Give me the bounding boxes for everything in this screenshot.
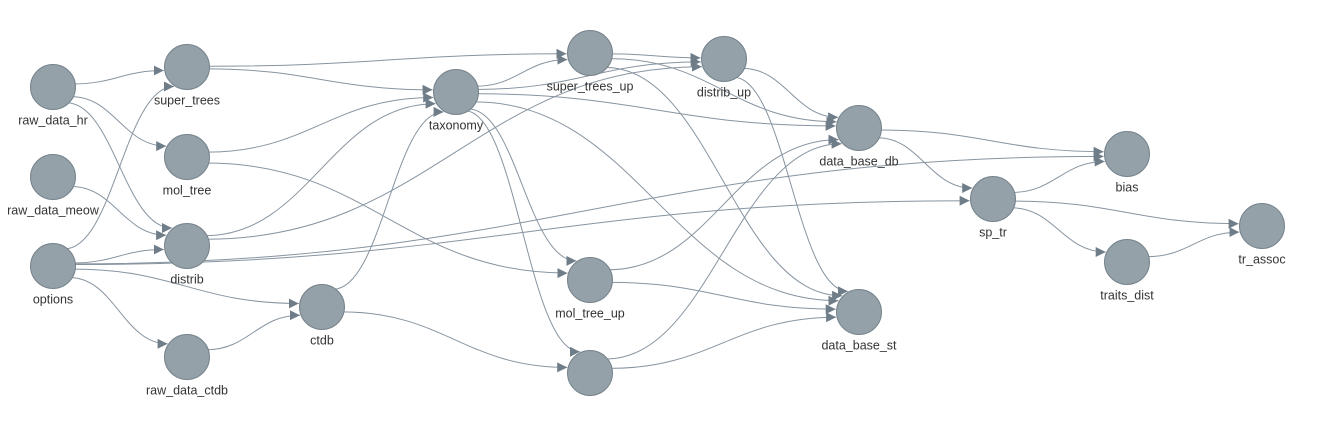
node-super-trees-up[interactable]: super_trees_up	[547, 30, 634, 94]
node-label: tr_assoc	[1238, 253, 1285, 267]
node-distrib-up[interactable]: distrib_up	[697, 36, 751, 100]
node-data-base-st[interactable]: data_base_st	[821, 289, 897, 353]
edge-ctdb-to-unlabeled-node	[342, 311, 568, 373]
node-circle[interactable]	[567, 350, 613, 396]
edge-raw-data-hr-to-super-trees	[73, 65, 164, 85]
node-data-base-db[interactable]: data_base_db	[819, 105, 899, 169]
node-label: bias	[1116, 181, 1139, 195]
node-label: options	[33, 293, 73, 307]
node-circle[interactable]	[164, 223, 210, 269]
node-unlabeled-node[interactable]	[567, 350, 613, 396]
edge-mol-tree-up-to-data-base-st	[610, 281, 836, 315]
node-circle[interactable]	[1104, 131, 1150, 177]
node-circle[interactable]	[1104, 239, 1150, 285]
edge-options-to-sp-tr	[73, 195, 970, 265]
node-super-trees[interactable]: super_trees	[154, 44, 220, 108]
node-label: taxonomy	[429, 119, 484, 133]
node-tr-assoc[interactable]: tr_assoc	[1238, 203, 1286, 267]
node-ctdb[interactable]: ctdb	[299, 284, 345, 348]
edge-mol-tree-up-to-data-base-db	[607, 134, 839, 271]
edge-options-to-bias	[73, 151, 1104, 265]
node-traits-dist[interactable]: traits_dist	[1100, 239, 1154, 303]
edge-distrib-to-taxonomy	[204, 98, 436, 237]
node-circle[interactable]	[836, 289, 882, 335]
edges-layer	[64, 48, 1240, 373]
edge-mol-tree-to-taxonomy	[207, 92, 434, 153]
edge-super-trees-to-taxonomy	[207, 68, 433, 95]
edge-data-base-db-to-sp-tr	[877, 137, 973, 193]
node-raw-data-ctdb[interactable]: raw_data_ctdb	[146, 334, 228, 398]
edge-raw-data-hr-to-distrib	[66, 102, 172, 233]
node-label: raw_data_ctdb	[146, 384, 228, 398]
node-label: super_trees	[154, 94, 220, 108]
edge-super-trees-up-to-data-base-st	[604, 66, 843, 301]
node-circle[interactable]	[30, 64, 76, 110]
node-raw-data-hr[interactable]: raw_data_hr	[18, 64, 88, 128]
node-raw-data-meow[interactable]: raw_data_meow	[7, 154, 100, 218]
node-label: distrib	[170, 273, 203, 287]
node-label: data_base_db	[819, 155, 898, 169]
node-taxonomy[interactable]: taxonomy	[429, 69, 484, 133]
edge-distrib-to-distrib-up	[206, 61, 702, 240]
node-circle[interactable]	[164, 334, 210, 380]
node-mol-tree-up[interactable]: mol_tree_up	[555, 257, 625, 321]
node-label: ctdb	[310, 334, 334, 348]
edge-unlabeled-node-to-data-base-db	[605, 138, 842, 360]
node-circle[interactable]	[567, 30, 613, 76]
edge-taxonomy-to-unlabeled-node	[464, 110, 580, 357]
node-options[interactable]: options	[30, 243, 76, 307]
edge-traits-dist-to-tr-assoc	[1146, 227, 1240, 258]
edge-raw-data-hr-to-mol-tree	[71, 96, 167, 152]
node-label: sp_tr	[979, 226, 1007, 240]
node-circle[interactable]	[164, 134, 210, 180]
node-bias[interactable]: bias	[1104, 131, 1150, 195]
node-label: super_trees_up	[547, 80, 634, 94]
edge-ctdb-to-taxonomy	[332, 106, 444, 290]
node-label: raw_data_hr	[18, 114, 88, 128]
node-label: mol_tree_up	[555, 307, 625, 321]
node-mol-tree[interactable]: mol_tree	[163, 134, 212, 198]
node-circle[interactable]	[30, 243, 76, 289]
node-sp-tr[interactable]: sp_tr	[970, 176, 1016, 240]
node-circle[interactable]	[164, 44, 210, 90]
node-label: distrib_up	[697, 86, 751, 100]
edge-raw-data-ctdb-to-ctdb	[206, 310, 301, 351]
edge-sp-tr-to-bias	[1012, 156, 1105, 193]
node-label: traits_dist	[1100, 289, 1154, 303]
edge-sp-tr-to-traits-dist	[1011, 207, 1106, 257]
edge-taxonomy-to-mol-tree-up	[467, 108, 577, 266]
node-circle[interactable]	[299, 284, 345, 330]
edge-options-to-raw-data-ctdb	[70, 277, 168, 349]
node-circle[interactable]	[567, 257, 613, 303]
edge-super-trees-up-to-data-base-db	[609, 58, 837, 127]
edge-super-trees-to-super-trees-up	[207, 48, 567, 67]
edge-mol-tree-to-mol-tree-up	[206, 162, 568, 279]
edge-data-base-db-to-bias	[879, 129, 1104, 157]
edge-taxonomy-to-data-base-db	[476, 93, 836, 131]
node-circle[interactable]	[836, 105, 882, 151]
node-circle[interactable]	[970, 176, 1016, 222]
edge-distrib-up-to-data-base-db	[742, 67, 839, 123]
edge-unlabeled-node-to-data-base-st	[610, 312, 837, 369]
edge-options-to-super-trees	[64, 81, 174, 250]
edge-options-to-distrib	[73, 244, 164, 264]
node-circle[interactable]	[30, 154, 76, 200]
edge-taxonomy-to-data-base-st	[474, 101, 839, 306]
edge-taxonomy-to-super-trees-up	[475, 54, 568, 87]
edge-sp-tr-to-tr-assoc	[1013, 200, 1239, 229]
node-label: raw_data_meow	[7, 204, 100, 218]
node-label: data_base_st	[821, 339, 897, 353]
node-label: mol_tree	[163, 184, 212, 198]
node-distrib[interactable]: distrib	[164, 223, 210, 287]
node-circle[interactable]	[433, 69, 479, 115]
node-circle[interactable]	[1239, 203, 1285, 249]
edge-distrib-up-to-data-base-st	[733, 76, 848, 297]
node-circle[interactable]	[701, 36, 747, 82]
edge-super-trees-up-to-distrib-up	[610, 52, 701, 63]
edge-options-to-ctdb	[73, 268, 299, 309]
edge-raw-data-meow-to-distrib	[71, 186, 167, 241]
